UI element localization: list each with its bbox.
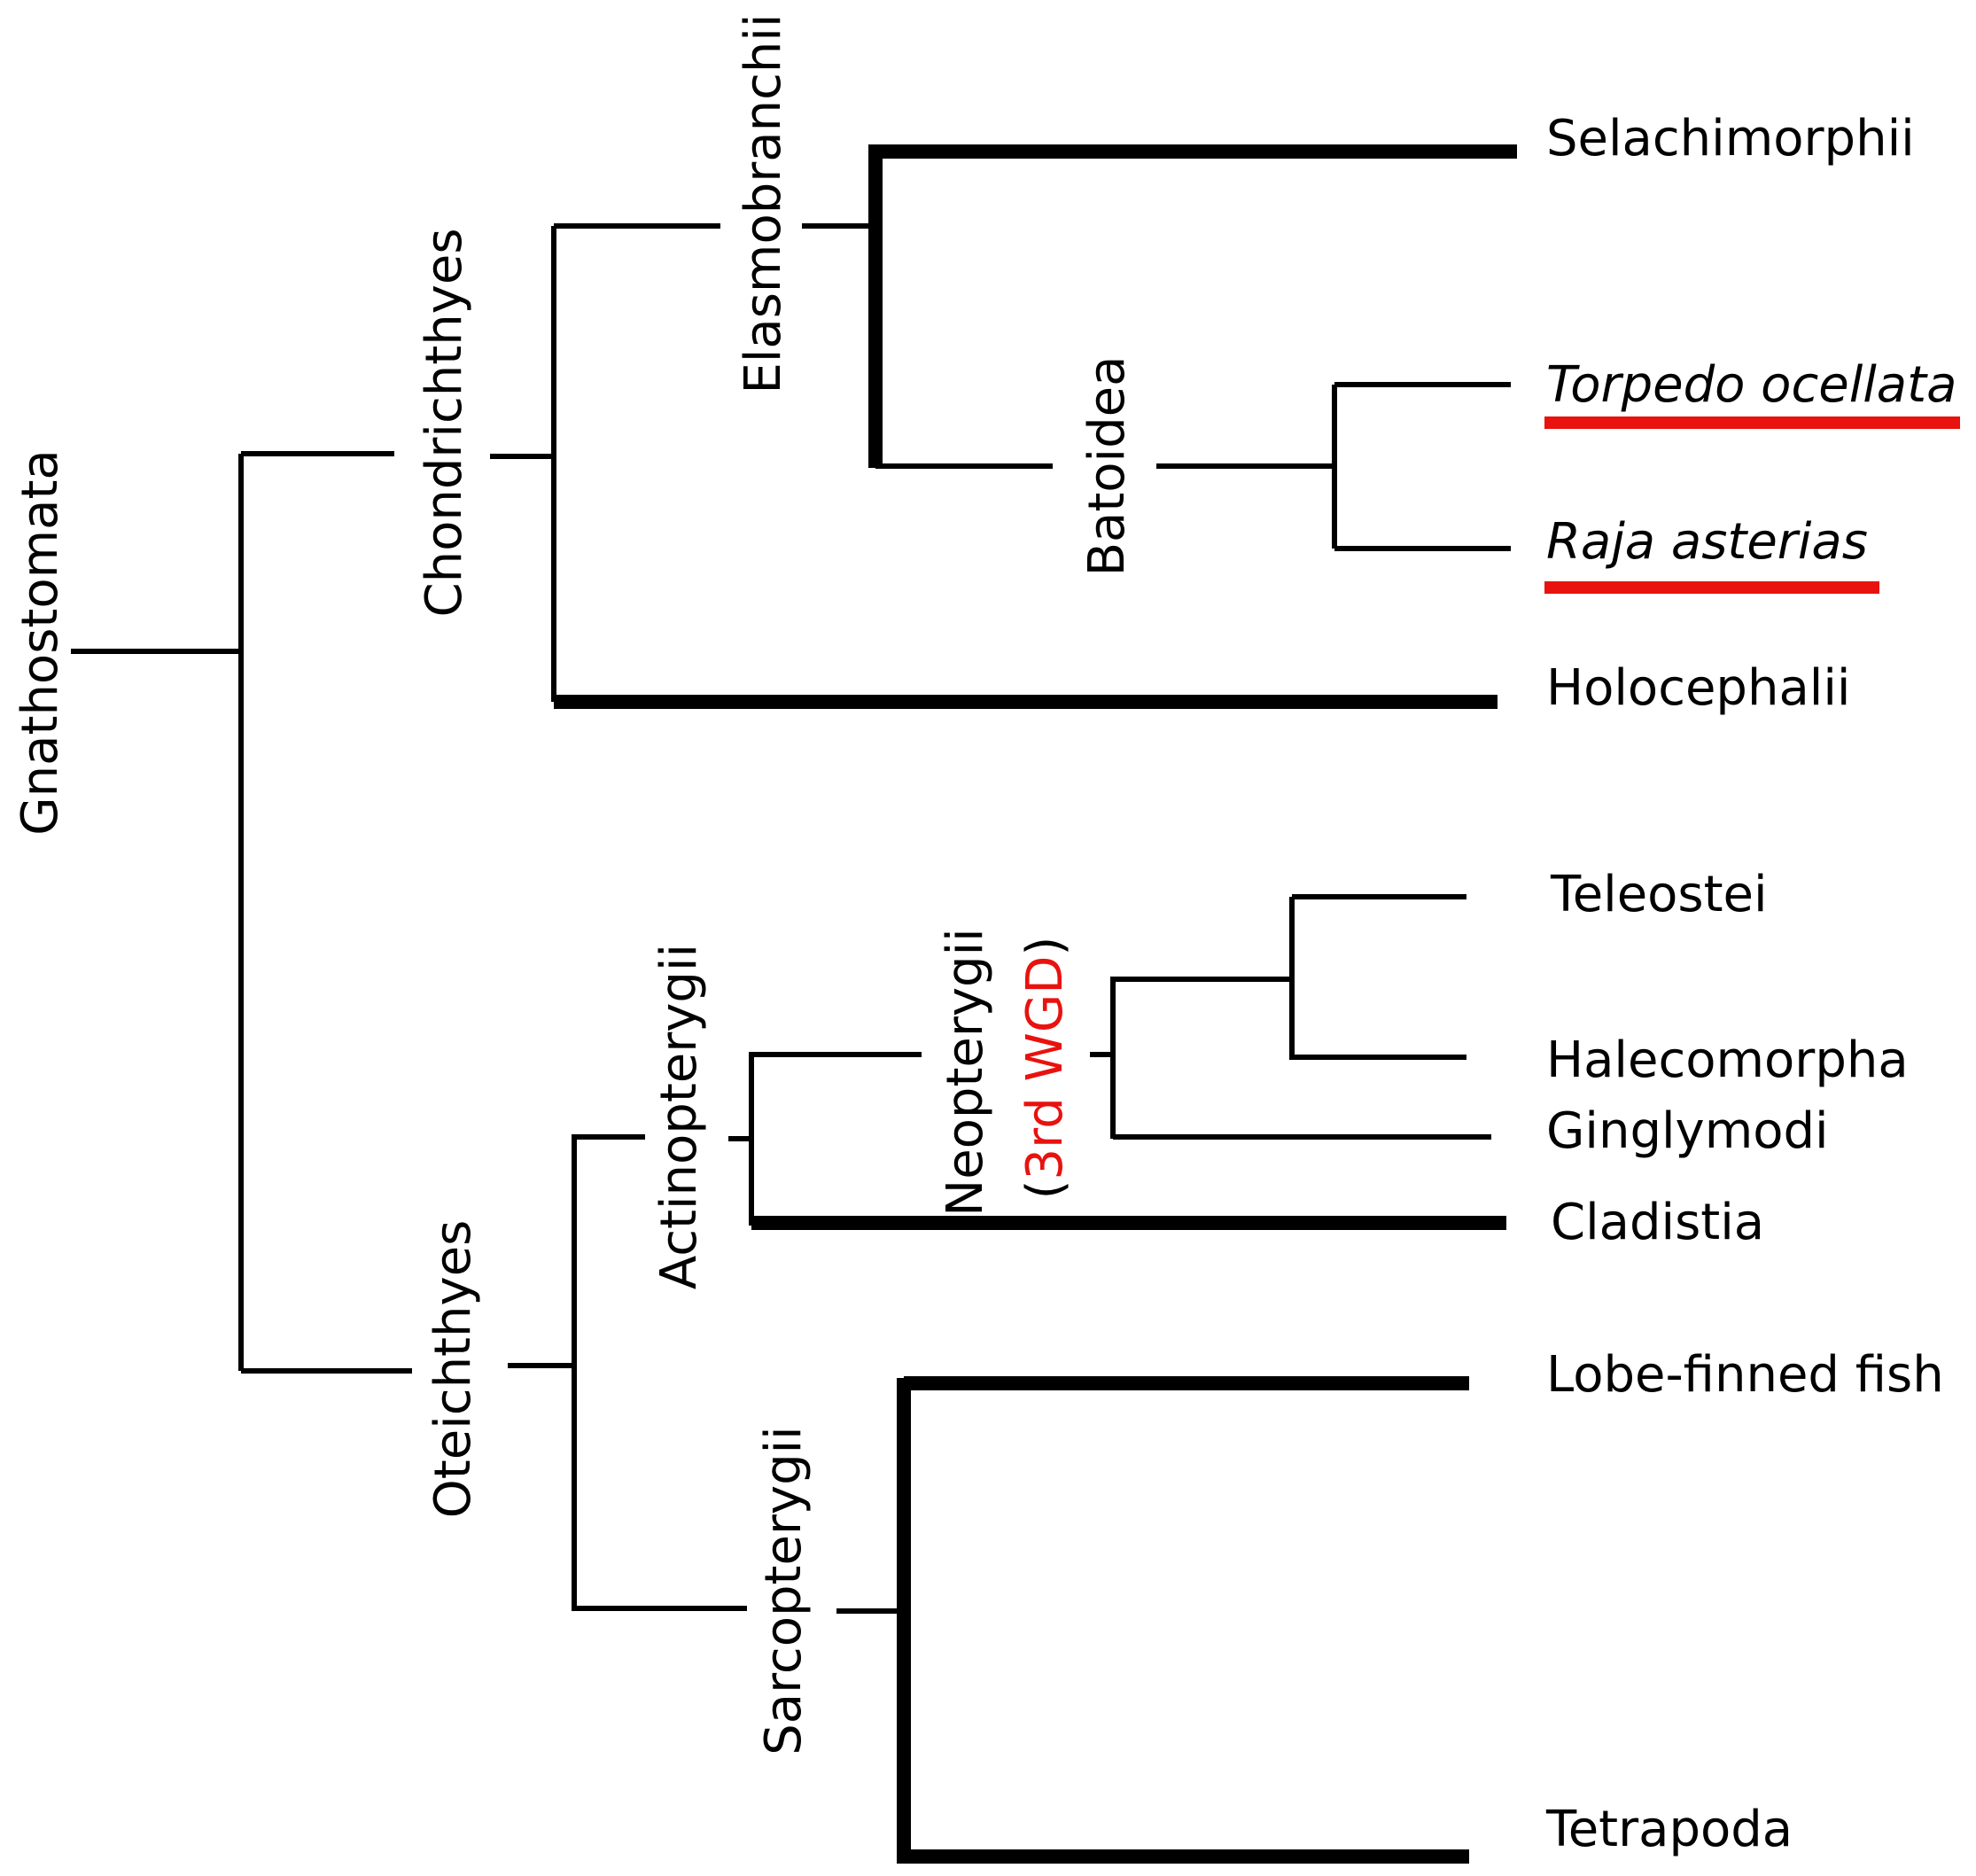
wgd-note: 3rd WGD (1016, 956, 1074, 1180)
clade-label-neopterygii: Neopterygii (937, 928, 994, 1216)
clade-label-actinopterygii: Actinopterygii (650, 944, 708, 1289)
taxon-label-raja-asterias: Raja asterias (1546, 513, 1868, 571)
wgd-close-paren: ) (1016, 937, 1074, 956)
taxon-label-selachimorphii: Selachimorphii (1546, 110, 1915, 167)
taxon-label-ginglymodi: Ginglymodi (1546, 1102, 1829, 1160)
clade-label-sarcopterygii: Sarcopterygii (755, 1426, 813, 1755)
taxon-label-lobe-finned-fish: Lobe-finned fish (1546, 1346, 1944, 1404)
clade-label-oteichthyes: Oteichthyes (424, 1220, 482, 1519)
clade-label-batoidea: Batoidea (1078, 356, 1136, 577)
taxon-label-holocephalii: Holocephalii (1546, 659, 1850, 717)
wgd-open-paren: ( (1016, 1179, 1074, 1199)
clade-label-elasmobranchii: Elasmobranchii (735, 13, 792, 393)
taxon-label-cladistia: Cladistia (1551, 1194, 1764, 1251)
wgd-annotation: (3rd WGD) (1016, 937, 1074, 1200)
clade-label-chondrichthyes: Chondrichthyes (416, 229, 473, 618)
clade-label-gnathostomata: Gnathostomata (12, 449, 69, 835)
taxon-label-tetrapoda: Tetrapoda (1545, 1801, 1793, 1858)
tree-branches (71, 144, 1517, 1864)
taxon-label-halecomorpha: Halecomorpha (1546, 1031, 1909, 1089)
taxon-label-teleostei: Teleostei (1550, 866, 1768, 923)
taxon-label-torpedo-ocellata: Torpedo ocellata (1546, 356, 1957, 414)
